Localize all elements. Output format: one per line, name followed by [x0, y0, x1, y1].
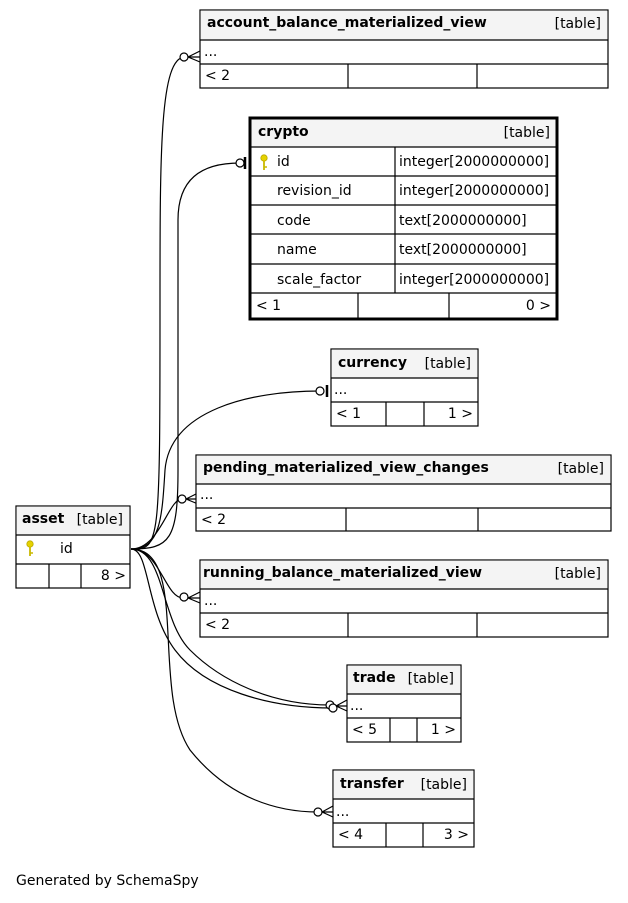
- table-type-label: [table]: [77, 512, 123, 528]
- column-placeholder: ...: [350, 698, 363, 714]
- column-name: scale_factor: [277, 272, 361, 288]
- child-count: 1 >: [431, 722, 456, 738]
- parent-count: < 2: [205, 68, 230, 84]
- optional-marker: [313, 807, 323, 817]
- parent-count: < 1: [336, 406, 361, 422]
- parent-count: < 5: [352, 722, 377, 738]
- optional-marker: [235, 158, 245, 168]
- table-name: pending_materialized_view_changes: [203, 460, 489, 476]
- table-name: crypto: [258, 124, 309, 140]
- column-type: integer[2000000000]: [399, 272, 549, 288]
- generated-by-footer: Generated by SchemaSpy: [16, 873, 199, 889]
- edge-markers: [177, 50, 348, 818]
- table-crypto[interactable]: crypto [table] id integer[2000000000] re…: [248, 116, 559, 321]
- table-pending-materialized-view-changes[interactable]: pending_materialized_view_changes [table…: [195, 454, 612, 532]
- column-placeholder: ...: [204, 593, 217, 609]
- optional-marker: [328, 703, 338, 713]
- child-count: 3 >: [444, 827, 469, 843]
- column-type: integer[2000000000]: [399, 154, 549, 170]
- column-name: id: [60, 541, 73, 557]
- child-count: 1 >: [448, 406, 473, 422]
- edge-account-balance-to-asset: [130, 56, 186, 550]
- table-type-label: [table]: [425, 356, 471, 372]
- parent-count: < 1: [256, 298, 281, 314]
- edge-currency-to-asset: [130, 390, 321, 550]
- column-name: revision_id: [277, 183, 352, 199]
- table-name: account_balance_materialized_view: [207, 15, 487, 31]
- many-marker: [321, 805, 334, 818]
- column-type: text[2000000000]: [399, 213, 527, 229]
- column-name: code: [277, 213, 311, 229]
- many-marker: [187, 591, 201, 604]
- column-type: text[2000000000]: [399, 242, 527, 258]
- edge-crypto-to-asset: [130, 162, 241, 550]
- edge-transfer-to-asset: [130, 548, 319, 813]
- table-asset[interactable]: asset [table] id 8 >: [15, 505, 131, 589]
- primary-key-icon: [26, 540, 34, 556]
- column-placeholder: ...: [334, 382, 347, 398]
- table-account-balance-materialized-view[interactable]: account_balance_materialized_view [table…: [199, 9, 609, 89]
- parent-count: < 2: [205, 617, 230, 633]
- table-type-label: [table]: [504, 125, 550, 141]
- parent-count: < 4: [338, 827, 363, 843]
- table-name: asset: [22, 511, 65, 527]
- table-type-label: [table]: [421, 777, 467, 793]
- primary-key-icon: [260, 154, 268, 170]
- table-name: currency: [338, 355, 407, 371]
- many-marker: [187, 50, 201, 63]
- table-name: running_balance_materialized_view: [203, 565, 482, 581]
- edge-trade-1-to-asset: [130, 548, 331, 706]
- table-running-balance-materialized-view[interactable]: running_balance_materialized_view [table…: [199, 559, 609, 638]
- table-type-label: [table]: [408, 671, 454, 687]
- column-placeholder: ...: [204, 44, 217, 60]
- table-trade[interactable]: trade [table] ... < 5 1 >: [346, 664, 462, 743]
- optional-marker: [177, 494, 187, 504]
- table-name: transfer: [340, 776, 404, 792]
- many-marker: [335, 699, 348, 712]
- column-type: integer[2000000000]: [399, 183, 549, 199]
- parent-count: < 2: [201, 512, 226, 528]
- child-count: 0 >: [526, 298, 551, 314]
- table-type-label: [table]: [558, 461, 604, 477]
- relationships: [130, 56, 334, 813]
- table-name: trade: [353, 670, 396, 686]
- table-type-label: [table]: [555, 16, 601, 32]
- edge-trade-2-to-asset: [130, 548, 334, 709]
- column-placeholder: ...: [336, 804, 349, 820]
- table-transfer[interactable]: transfer [table] ... < 4 3 >: [332, 769, 475, 848]
- optional-marker: [179, 52, 189, 62]
- optional-marker: [315, 386, 325, 396]
- column-placeholder: ...: [200, 487, 213, 503]
- table-type-label: [table]: [555, 566, 601, 582]
- table-currency[interactable]: currency [table] ... < 1 1 >: [330, 348, 479, 427]
- child-count: 8 >: [101, 568, 126, 584]
- optional-marker: [179, 592, 189, 602]
- column-name: name: [277, 242, 317, 258]
- column-name: id: [277, 154, 290, 170]
